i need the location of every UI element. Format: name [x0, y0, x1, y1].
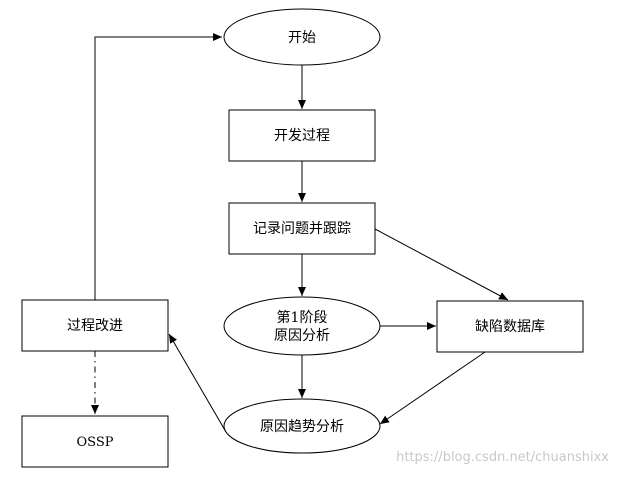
process-improve-label: 过程改进	[67, 318, 123, 334]
start-label: 开始	[288, 30, 316, 46]
defect-db-node	[436, 300, 584, 353]
edge-record-to-defect-db	[374, 228, 509, 301]
stage1-label-line1: 第1阶段	[277, 309, 328, 326]
defect-db-label: 缺陷数据库	[475, 319, 545, 335]
ossp-label: OSSP	[77, 435, 114, 450]
trend-analysis-node	[223, 398, 381, 454]
edge-process-improve-to-start	[94, 33, 222, 300]
ossp-node	[21, 415, 169, 468]
edge-defect-db-to-trend	[379, 351, 486, 425]
trend-analysis-label: 原因趋势分析	[260, 419, 344, 435]
edge-trend-to-process-improve	[168, 333, 227, 433]
record-track-label: 记录问题并跟踪	[253, 221, 351, 237]
stage1-label-line2: 原因分析	[274, 328, 330, 344]
dev-process-label: 开发过程	[274, 128, 330, 144]
dev-process-node	[228, 109, 376, 162]
watermark: https://blog.csdn.net/chuanshixx	[396, 450, 609, 465]
stage1-analysis-node	[223, 296, 381, 356]
record-track-node	[228, 202, 376, 255]
